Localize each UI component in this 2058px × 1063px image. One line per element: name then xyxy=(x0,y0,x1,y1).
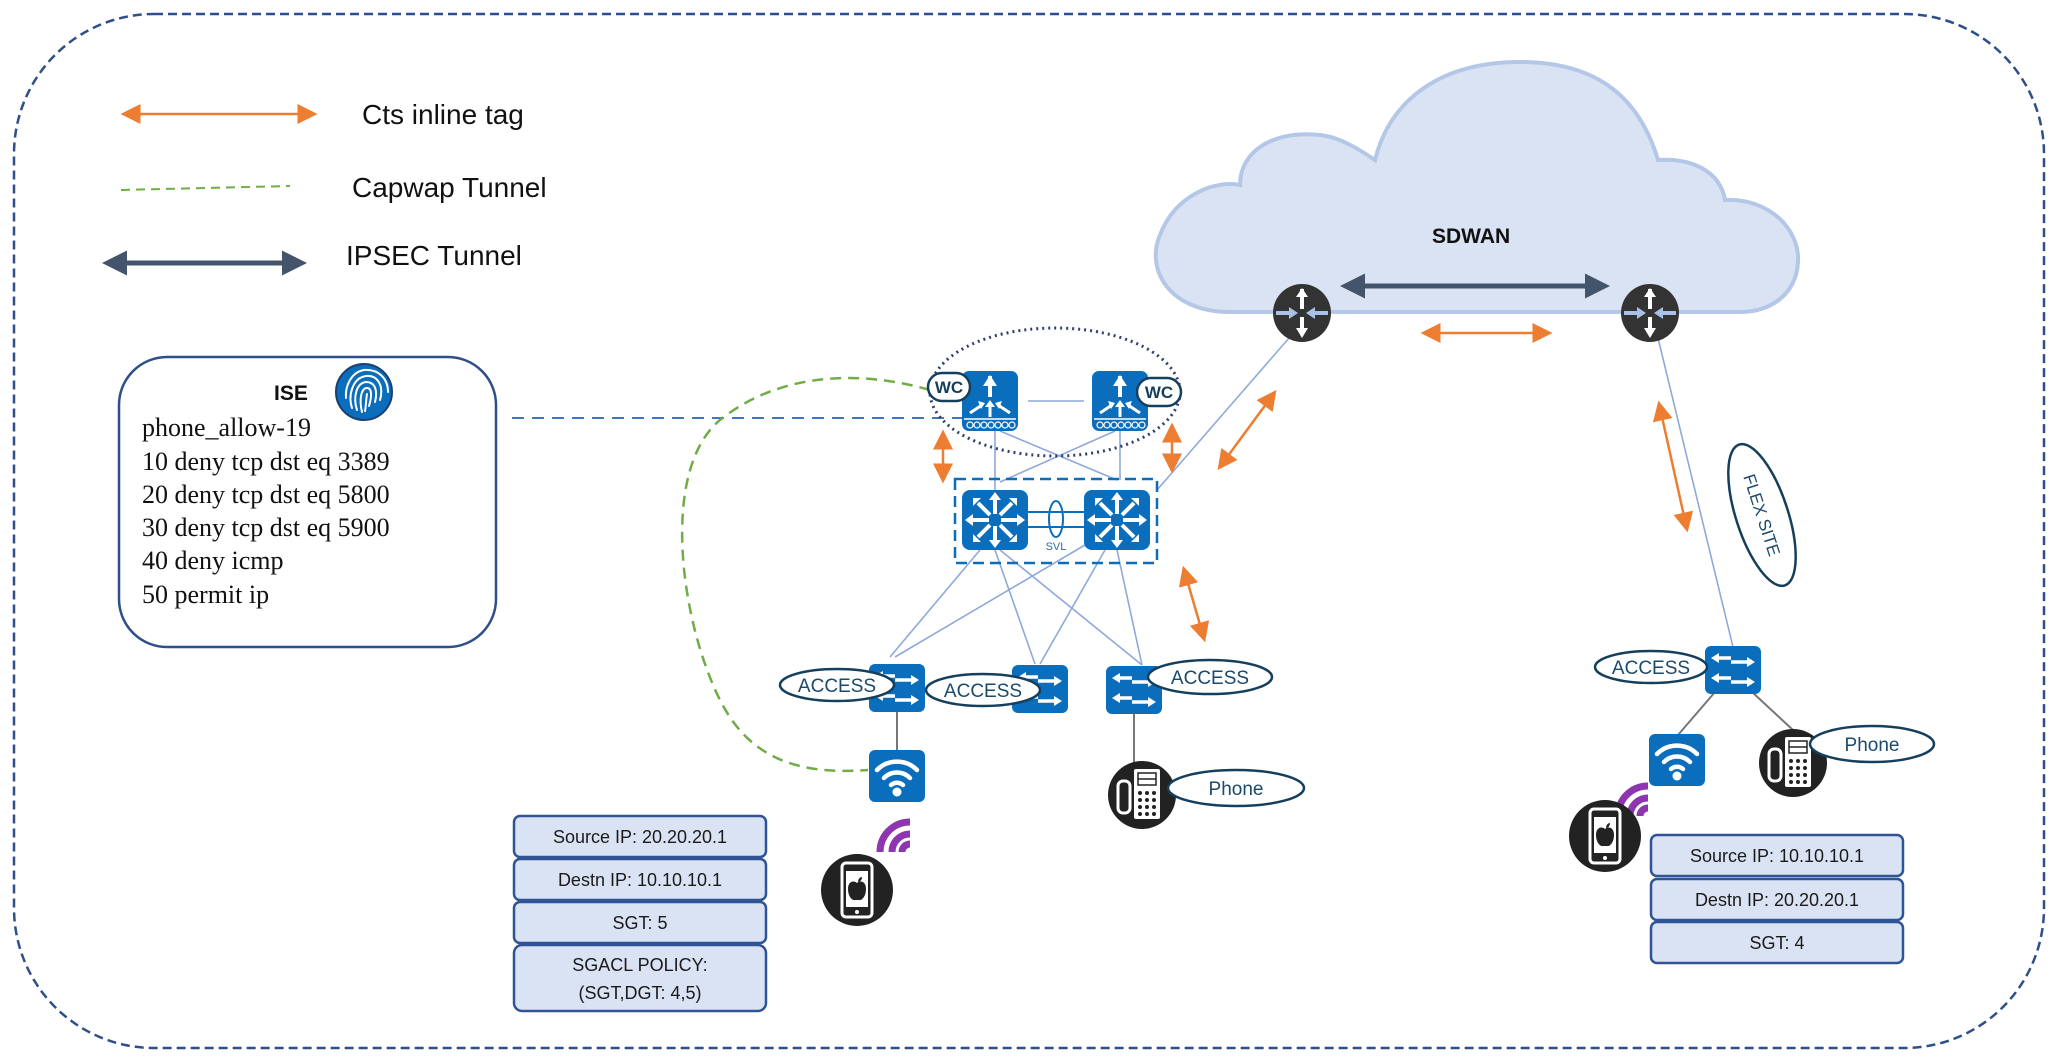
access-point-icon xyxy=(1649,734,1705,786)
wc-badge: WC xyxy=(1135,376,1183,408)
access-switch: ACCESS xyxy=(1593,644,1763,696)
legend-capwap-label: Capwap Tunnel xyxy=(352,172,547,203)
access-label: ACCESS xyxy=(798,676,876,697)
legend-cts-label: Cts inline tag xyxy=(362,99,524,130)
svg-text:WC: WC xyxy=(935,378,963,397)
access-point-icon xyxy=(869,750,925,802)
packet-row: SGT: 4 xyxy=(1749,933,1804,953)
svg-text:Phone: Phone xyxy=(1209,779,1264,800)
cts-inline-tag-arrows xyxy=(933,323,1694,643)
endpoint-links xyxy=(896,691,1794,762)
core-switch-icon xyxy=(960,488,1030,552)
ise-rule: 40 deny icmp xyxy=(142,546,284,575)
access-label: ACCESS xyxy=(944,681,1022,702)
packet-row: Source IP: 20.20.20.1 xyxy=(553,827,727,847)
ise-rule: 20 deny tcp dst eq 5800 xyxy=(142,480,390,509)
packet-row: Destn IP: 20.20.20.1 xyxy=(1695,890,1859,910)
sgacl-policy-line: SGACL POLICY: xyxy=(572,955,707,975)
cts-arrow xyxy=(1652,400,1694,533)
ise-rule: 30 deny tcp dst eq 5900 xyxy=(142,513,390,542)
router-icon xyxy=(1619,282,1681,344)
packet-row: SGT: 5 xyxy=(612,913,667,933)
access-switch-icon xyxy=(1703,644,1763,696)
phone-label: Phone xyxy=(1166,768,1306,808)
ise-policy-box: ISE phone_allow-19 10 deny tcp dst eq 33… xyxy=(117,355,498,649)
cts-arrow xyxy=(1178,565,1210,643)
ise-title: ISE xyxy=(274,382,308,405)
wireless-controller-icon xyxy=(960,369,1020,433)
sdwan-cloud: SDWAN xyxy=(1153,59,1801,314)
legend: Cts inline tag Capwap Tunnel IPSEC Tunne… xyxy=(102,99,547,276)
access-label: ACCESS xyxy=(1171,668,1249,689)
svg-text:SVL: SVL xyxy=(1046,541,1067,553)
svg-text:Phone: Phone xyxy=(1845,735,1900,756)
packet-info-left: Source IP: 20.20.20.1 Destn IP: 10.10.10… xyxy=(512,814,768,1013)
ise-policy-name: phone_allow-19 xyxy=(142,413,311,442)
phone-label: Phone xyxy=(1808,724,1936,764)
packet-row: Source IP: 10.10.10.1 xyxy=(1690,846,1864,866)
smartphone-icon xyxy=(1567,798,1643,874)
svl-link: SVL xyxy=(1028,500,1084,553)
sdwan-label: SDWAN xyxy=(1432,225,1510,248)
ise-rule: 10 deny tcp dst eq 3389 xyxy=(142,447,390,476)
cts-arrow xyxy=(1217,389,1277,471)
core-stack-box xyxy=(953,477,1159,565)
core-switch-icon xyxy=(1082,488,1152,552)
ise-rule: 50 permit ip xyxy=(142,580,269,609)
ip-phone-icon xyxy=(1106,759,1178,831)
packet-info-right: Source IP: 10.10.10.1 Destn IP: 20.20.20… xyxy=(1649,833,1905,965)
wifi-signal-icon xyxy=(880,822,910,852)
svg-text:WC: WC xyxy=(1145,383,1173,402)
legend-ipsec-label: IPSEC Tunnel xyxy=(346,240,522,271)
flex-site-label: FLEX SITE xyxy=(1727,442,1797,588)
legend-capwap-line-icon xyxy=(120,185,291,191)
packet-row: Destn IP: 10.10.10.1 xyxy=(558,870,722,890)
access-switch: ACCESS xyxy=(924,663,1070,715)
access-switch: ACCESS xyxy=(1104,658,1274,716)
fingerprint-icon xyxy=(335,363,393,421)
outer-border xyxy=(12,12,2046,1050)
capwap-tunnel-arc xyxy=(680,376,931,773)
router-icon xyxy=(1271,282,1333,344)
sgacl-policy-line: (SGT,DGT: 4,5) xyxy=(578,983,701,1003)
access-label: ACCESS xyxy=(1612,658,1690,679)
wc-badge: WC xyxy=(926,371,972,403)
smartphone-icon xyxy=(819,852,895,928)
access-switch: ACCESS xyxy=(778,662,927,714)
